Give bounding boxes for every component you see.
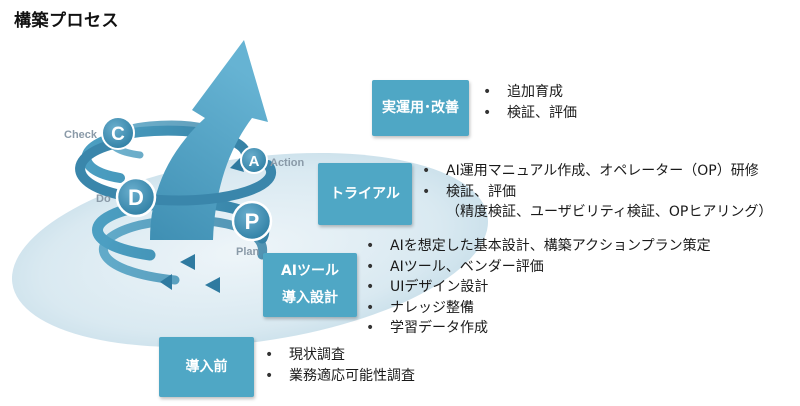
pdca-label-do: Do	[96, 193, 111, 205]
list-item: 検証、評価	[479, 103, 577, 124]
pdca-circle-p: P	[231, 200, 273, 242]
pdca-letter-p: P	[245, 209, 260, 234]
stage-list-design: AIを想定した基本設計、構築アクションプラン策定 AIツール、ベンダー評価 UI…	[362, 236, 711, 339]
pdca-letter-d: D	[128, 185, 144, 210]
stage-label: 導入前	[185, 358, 228, 375]
stage-label: トライアル	[330, 185, 400, 202]
pdca-circle-d: D	[115, 176, 157, 218]
pdca-label-check: Check	[64, 129, 98, 141]
stage-list-trial: AI運用マニュアル作成、オペレーター（OP）研修 検証、評価 （精度検証、ユーザ…	[418, 161, 772, 223]
list-item: 学習データ作成	[362, 318, 711, 339]
pdca-label-action: Action	[270, 157, 305, 169]
list-item: AIを想定した基本設計、構築アクションプラン策定	[362, 236, 711, 257]
growth-arrow	[150, 40, 268, 240]
stage-box-operation: 実運用･改善	[372, 80, 469, 136]
list-item: AIツール、ベンダー評価	[362, 257, 711, 278]
list-item: 検証、評価	[418, 182, 772, 203]
list-item: 業務適応可能性調査	[261, 366, 415, 387]
list-item: （精度検証、ユーザビリティ検証、OPヒアリング）	[446, 204, 773, 220]
pdca-circle-c: C	[101, 116, 135, 150]
stage-label-line1: AIツール	[280, 263, 340, 280]
spiral-top-ring	[75, 140, 276, 206]
stage-list-pre-introduction: 現状調査 業務適応可能性調査	[261, 345, 415, 386]
pdca-label-plan: Plan	[236, 246, 260, 258]
stage-box-pre-introduction: 導入前	[159, 337, 254, 397]
stage-box-trial: トライアル	[318, 163, 412, 225]
pdca-circle-a: A	[240, 146, 268, 174]
stage-label-line2: 導入設計	[282, 290, 338, 306]
list-item: ナレッジ整備	[362, 298, 711, 319]
list-item: AI運用マニュアル作成、オペレーター（OP）研修	[418, 161, 772, 182]
list-item: UIデザイン設計	[362, 277, 711, 298]
list-item: 現状調査	[261, 345, 415, 366]
stage-list-operation: 追加育成 検証、評価	[479, 82, 577, 123]
pdca-letter-c: C	[111, 124, 125, 145]
list-item: 追加育成	[479, 82, 577, 103]
pdca-letter-a: A	[249, 153, 260, 170]
stage-label: 実運用･改善	[382, 99, 459, 116]
page-title: 構築プロセス	[14, 11, 119, 31]
stage-box-design: AIツール 導入設計	[263, 253, 357, 317]
